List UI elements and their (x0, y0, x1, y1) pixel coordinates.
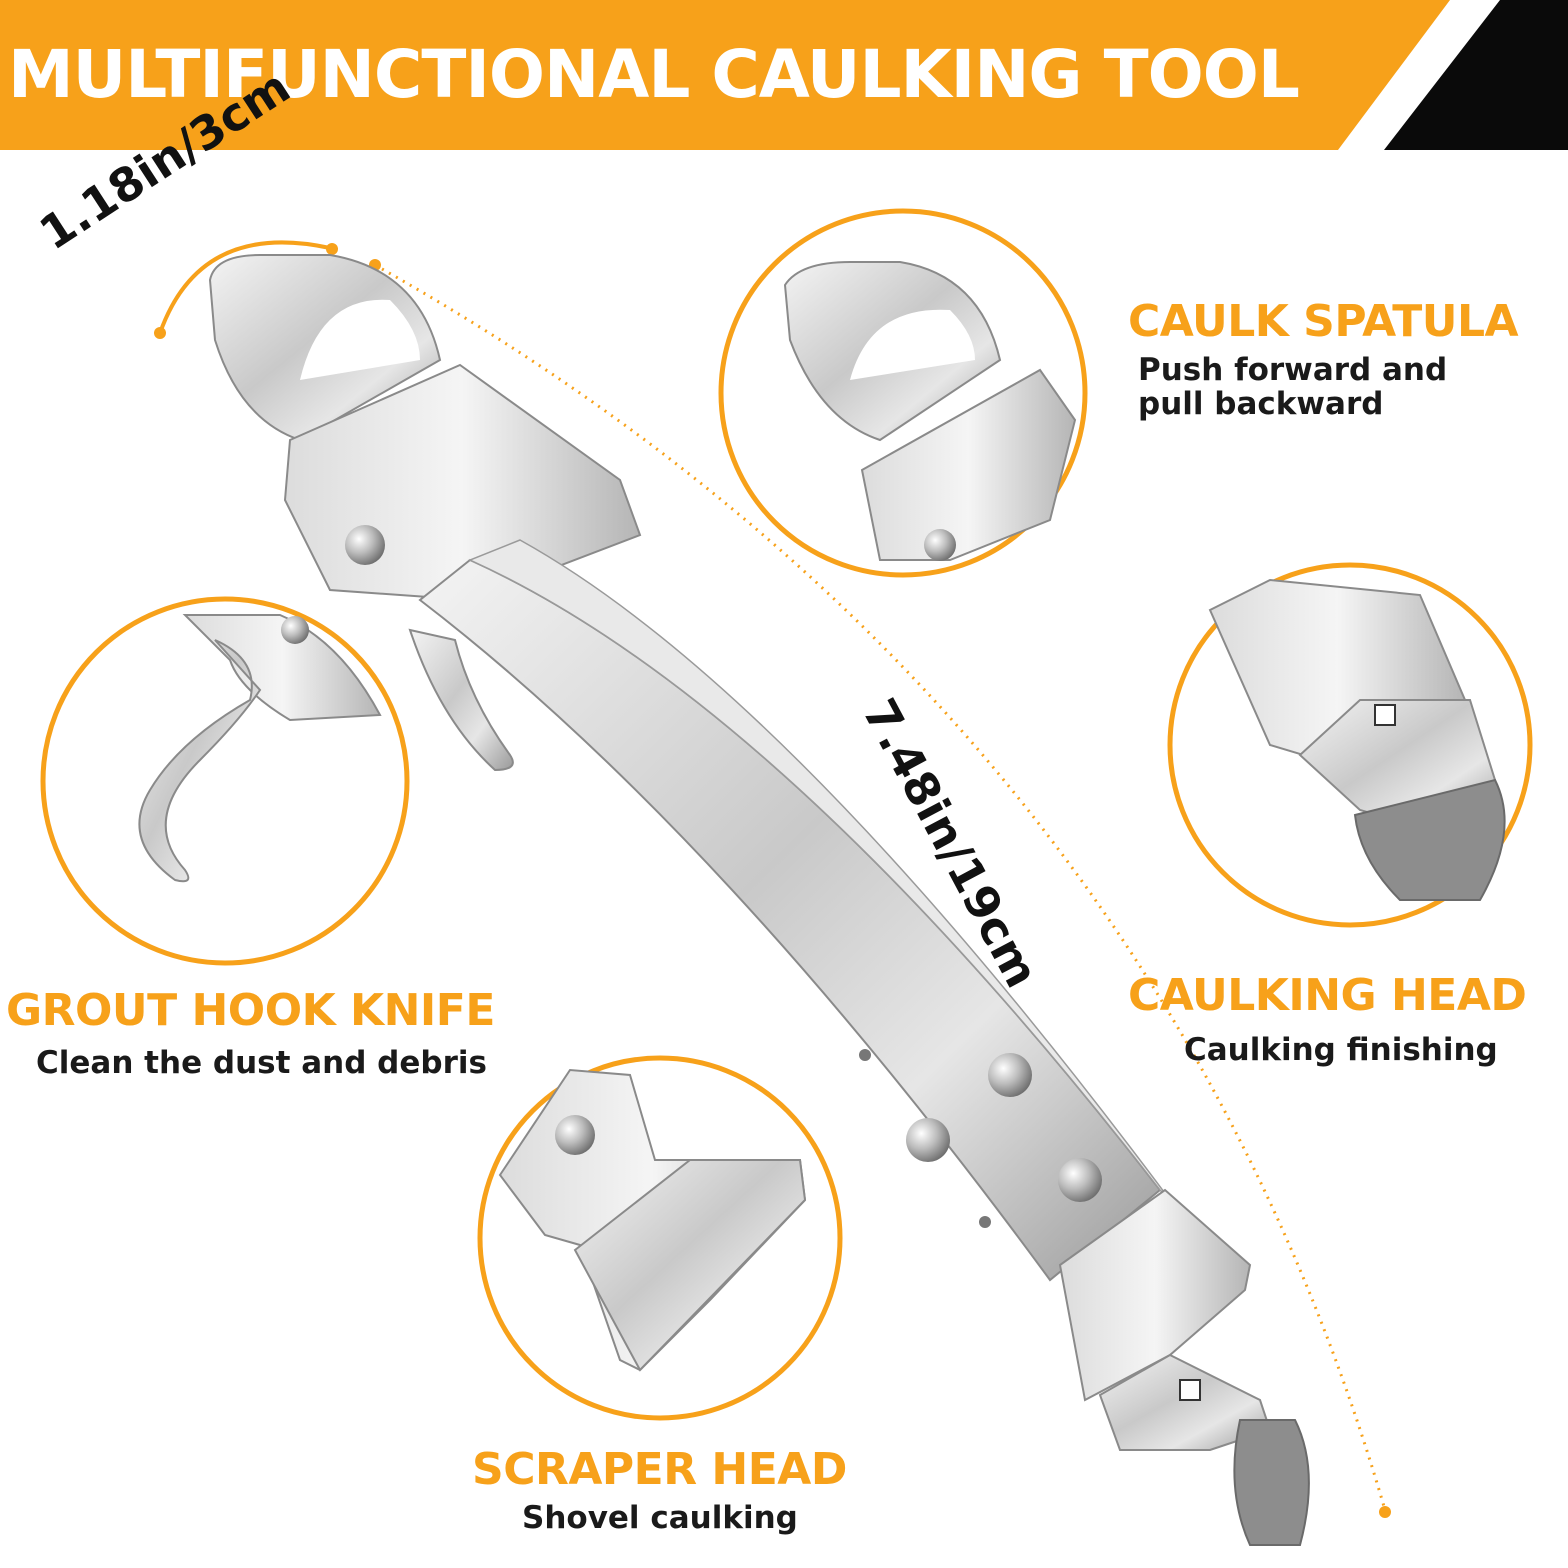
caulk-spatula-desc-line1: Push forward and (1138, 352, 1448, 388)
scraper-head-title: SCRAPER HEAD (472, 1444, 847, 1495)
scraper-head-desc: Shovel caulking (522, 1500, 798, 1536)
width-dimension-marker (154, 240, 338, 339)
grout-hook-knife-desc: Clean the dust and debris (36, 1045, 487, 1081)
caulk-spatula-detail (718, 208, 1088, 578)
caulk-spatula-title: CAULK SPATULA (1128, 296, 1519, 347)
caulking-head-title: CAULKING HEAD (1128, 970, 1527, 1021)
page-title: MULTIFUNCTIONAL CAULKING TOOL (8, 36, 1300, 113)
scraper-head-detail (477, 1055, 843, 1421)
grout-hook-knife-title: GROUT HOOK KNIFE (6, 985, 495, 1036)
title-banner (0, 0, 1568, 150)
grout-hook-knife-detail (40, 596, 410, 966)
caulking-head-detail (1167, 562, 1533, 928)
caulking-tool-main (208, 254, 1310, 1546)
caulk-spatula-desc-line2: pull backward (1138, 386, 1384, 422)
caulking-head-desc: Caulking finishing (1184, 1032, 1498, 1068)
